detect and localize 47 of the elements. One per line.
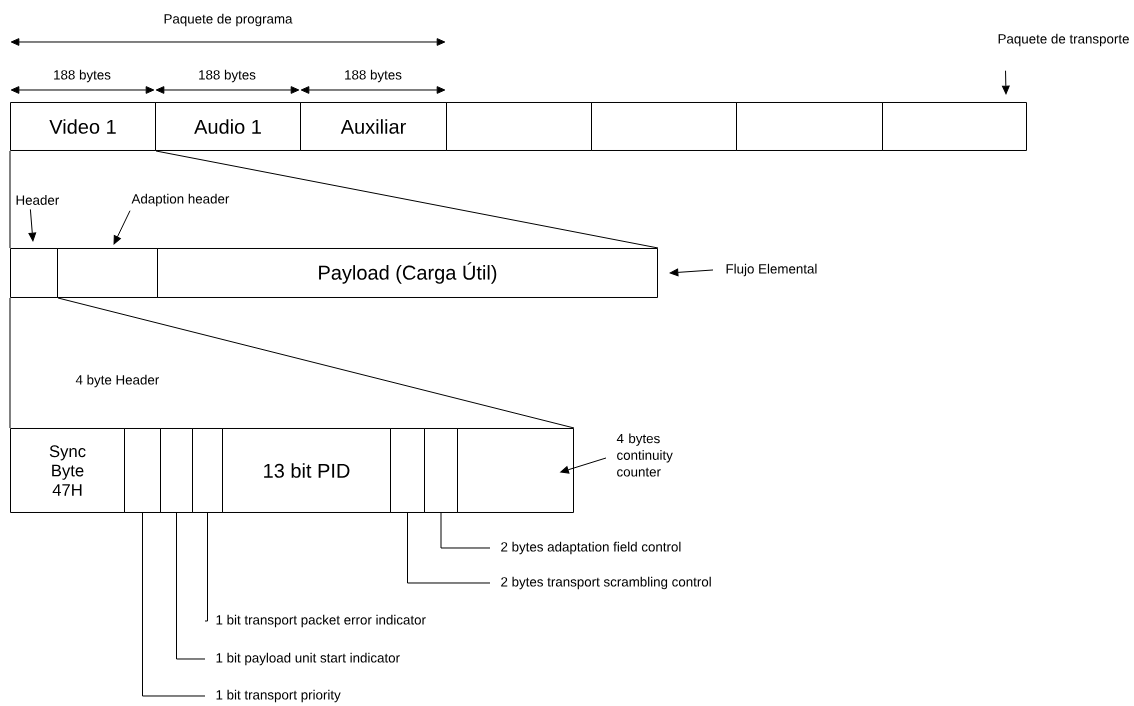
packet-cell	[591, 102, 737, 151]
leader-line	[142, 512, 206, 697]
packet-cell: Auxiliar	[300, 102, 447, 151]
annotation-text: 1 bit transport packet error indicator	[216, 614, 426, 628]
annotation-text: 2 bytes transport scrambling control	[501, 576, 711, 590]
header-field: Sync Byte 47H	[10, 428, 125, 513]
packet-cell: Video 1	[10, 102, 156, 151]
packet-cell	[736, 102, 883, 151]
header-cell	[10, 248, 58, 298]
dimension-label: 188 bytes	[199, 69, 256, 83]
annotation-text: 1 bit payload unit start indicator	[216, 652, 400, 666]
annotation-text: 4 bytes continuity counter	[616, 433, 673, 477]
header-field	[390, 428, 425, 513]
leader-line	[204, 512, 208, 622]
leader-line	[407, 512, 491, 584]
arrow	[28, 208, 37, 242]
expansion-line	[155, 150, 659, 249]
arrow	[669, 268, 714, 277]
annotation-text: Paquete de transporte	[998, 33, 1129, 47]
expansion-line	[57, 297, 575, 429]
arrow	[113, 210, 131, 245]
section-label: 4 byte Header	[75, 374, 160, 388]
packet-cell	[882, 102, 1027, 151]
annotation-text: Adaption header	[131, 193, 230, 207]
header-field: 13 bit PID	[222, 428, 391, 513]
expansion-line	[9, 150, 11, 249]
annotation-text: Flujo Elemental	[726, 263, 817, 277]
payload-cell: Payload (Carga Útil)	[157, 248, 658, 298]
header-field	[160, 428, 193, 513]
annotation-text: Header	[16, 195, 59, 205]
leader-line	[440, 512, 491, 549]
dimension-label: Paquete de programa	[164, 13, 293, 27]
header-field	[192, 428, 223, 513]
packet-cell: Audio 1	[155, 102, 301, 151]
header-field	[124, 428, 161, 513]
header-field	[457, 428, 574, 513]
header-cell	[57, 248, 158, 298]
arrow	[1001, 70, 1010, 95]
annotation-text: 2 bytes adaptation field control	[501, 541, 681, 555]
header-field	[424, 428, 458, 513]
dimension-label: 188 bytes	[54, 69, 111, 83]
leader-line	[176, 512, 206, 660]
expansion-line	[9, 297, 11, 429]
dimension-label: 188 bytes	[345, 69, 402, 83]
packet-cell	[446, 102, 592, 151]
arrow	[560, 457, 607, 474]
annotation-text: 1 bit transport priority	[216, 689, 341, 703]
